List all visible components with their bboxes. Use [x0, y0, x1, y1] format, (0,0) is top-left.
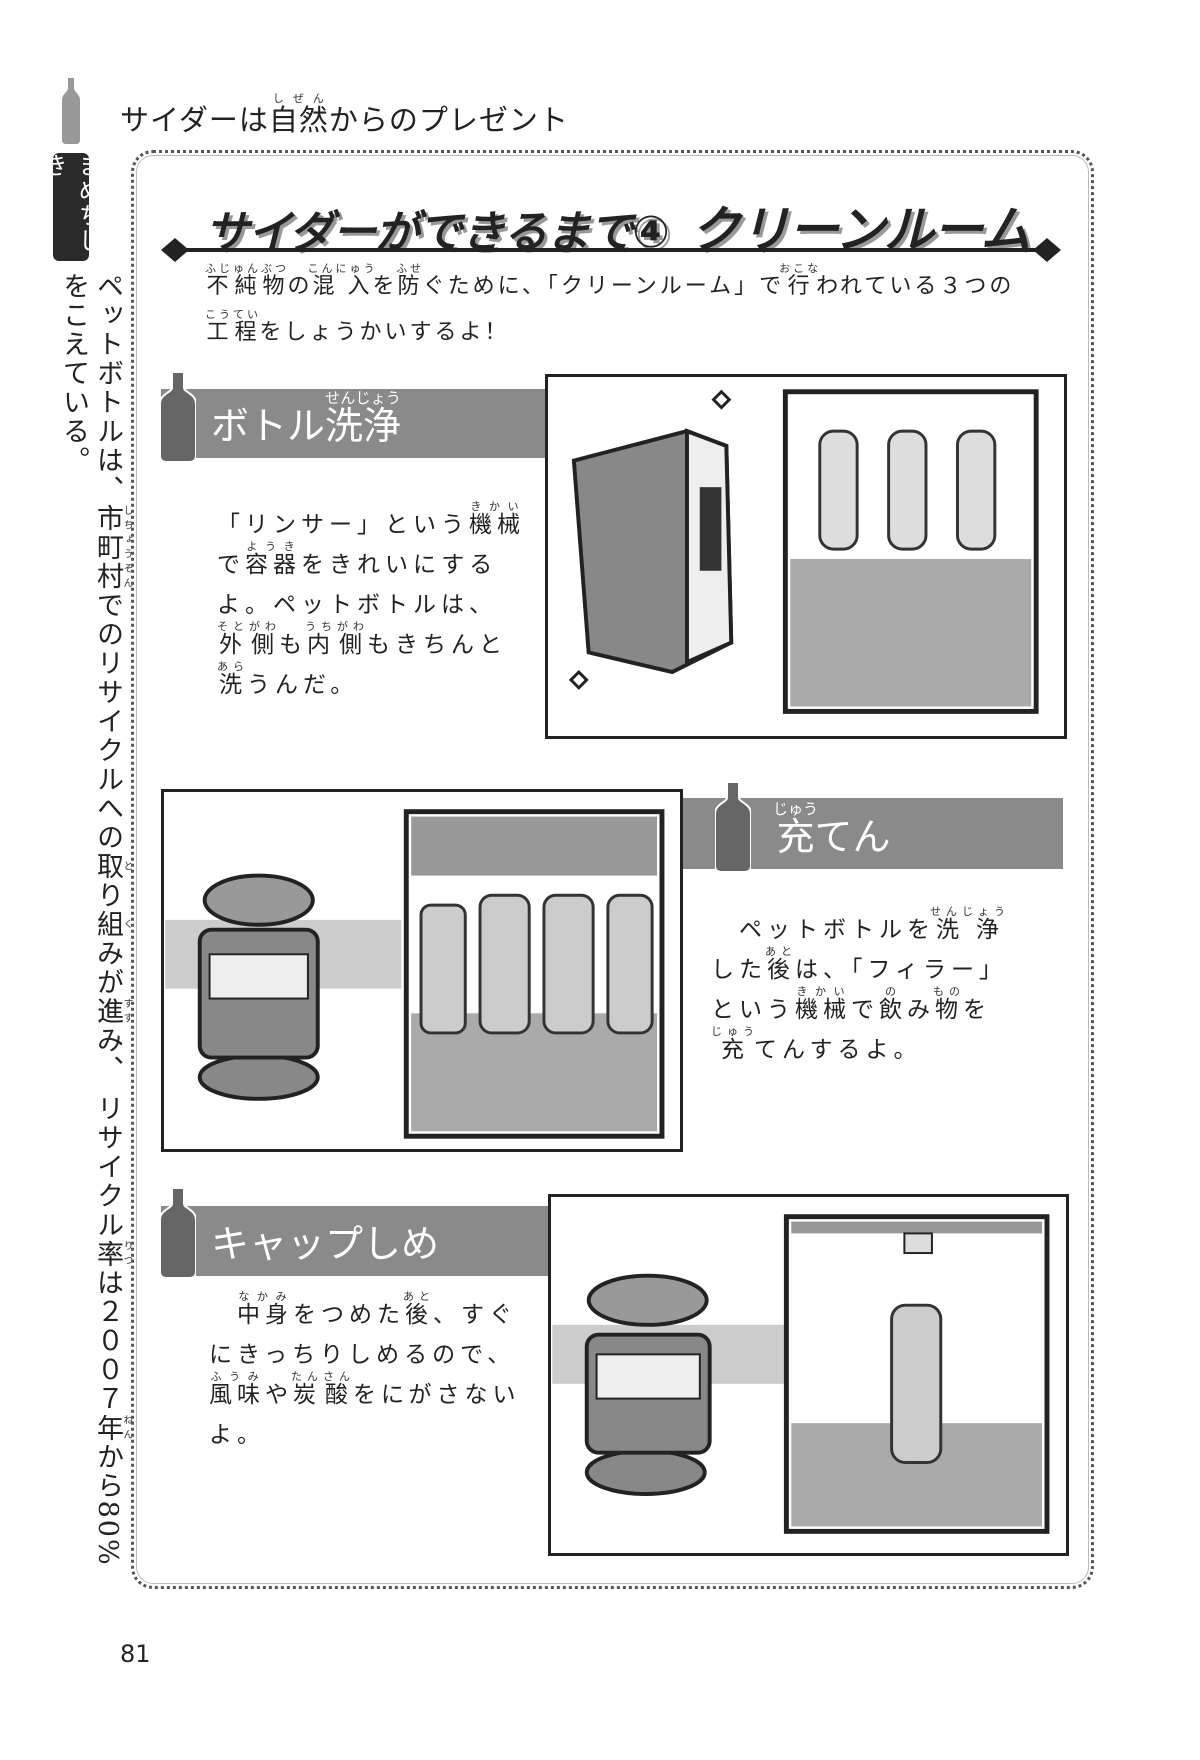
bottle-icon [715, 782, 751, 872]
washing-description: 「リンサー」という機械きかいで容器ようきをきれいにするよ。ペットボトルは、外側そ… [217, 500, 527, 705]
ruby-word: 内側うちがわ [305, 620, 369, 658]
text-run: り [92, 881, 123, 910]
ruby-word: 中身なかみ [237, 1290, 293, 1328]
text-run: をつめた [293, 1302, 405, 1328]
ruby-word: 充じゅう [711, 1025, 759, 1063]
text-run: で [851, 997, 879, 1023]
text-run: てん [814, 815, 891, 859]
text-run: ぐために、「クリーンルーム」で [422, 274, 785, 299]
text-run: をしょうかいするよ！ [259, 320, 510, 345]
page-number: 81 [120, 1640, 151, 1668]
ruby-word: 後あと [403, 1290, 435, 1328]
ruby-word: 外側そとがわ [217, 620, 281, 658]
text-run: ボトル [211, 404, 326, 448]
ruby-word: 後あと [765, 945, 797, 983]
text-run: を [963, 997, 991, 1023]
text-run: み、 リサイクル [92, 1026, 123, 1240]
text-run: うんだ。 [247, 672, 359, 698]
text-run [209, 1302, 237, 1328]
ruby-text: キャップしめ [211, 1213, 439, 1268]
content-frame [131, 150, 1094, 1589]
text-run: をにがさないよ。 [209, 1382, 521, 1448]
text-run: てんするよ。 [754, 1037, 922, 1063]
ruby-word: 機械きかい [469, 500, 525, 538]
bottle-icon [160, 372, 196, 462]
text-run: われている３つの [816, 274, 1015, 299]
text-run: で [217, 552, 245, 578]
intro-text: 不純物ふじゅんぶつの混入こんにゅうを防ふせぐために、「クリーンルーム」で行おこな… [205, 262, 1025, 356]
ruby-word: 不純物ふじゅんぶつ [205, 262, 289, 299]
ruby-word: 風味ふうみ [209, 1370, 265, 1408]
text-run: 「リンサー」という [217, 512, 469, 538]
ruby-word: 年ねん [92, 1413, 132, 1443]
ruby-word: 充じゅう [773, 800, 819, 859]
ruby-word: 行おこな [779, 262, 822, 299]
ruby-word: 進すす [92, 997, 132, 1026]
ruby-text: 充じゅうてん [773, 800, 891, 861]
ruby-text: 「リンサー」という機械きかいで容器ようきをきれいにするよ。ペットボトルは、外側そ… [217, 500, 525, 698]
ruby-word: 混入こんにゅう [307, 262, 378, 299]
ruby-word: 炭酸たんさん [291, 1370, 355, 1408]
text-run: 、すぐにきっちりしめるので、 [209, 1302, 517, 1368]
ruby-word: 機械きかい [795, 985, 851, 1023]
text-run: は２００７ [92, 1268, 123, 1414]
filler-illustration [161, 789, 683, 1152]
text-run: みが [92, 939, 123, 997]
banner-capping: キャップしめ [161, 1206, 548, 1276]
ruby-word: 取と [92, 852, 132, 881]
text-run: から80%をこえている。 [58, 272, 123, 1567]
heading-divider [161, 238, 1061, 262]
text-run: した [711, 957, 767, 983]
text-run: の [287, 274, 313, 299]
ruby-word: 洗浄せんじょう [930, 905, 1010, 943]
ruby-word: 物もの [933, 985, 965, 1023]
filling-description: ペットボトルを洗浄せんじょうした後あとは、「フィラー」という機械きかいで飲のみ物… [711, 905, 1021, 1070]
ruby-text: ペットボトルを洗浄せんじょうした後あとは、「フィラー」という機械きかいで飲のみ物… [711, 905, 1010, 1063]
bottle-icon [62, 78, 80, 144]
ruby-word: 洗あら [217, 660, 249, 698]
text-run: をきれいにするよ。ペットボトルは、 [217, 552, 498, 618]
ruby-word: 防ふせ [396, 262, 425, 299]
bottle-icon [160, 1188, 196, 1278]
ruby-text: 中身なかみをつめた後あと、すぐにきっちりしめるので、風味ふうみや炭酸たんさんをに… [209, 1290, 521, 1448]
banner-bottle-washing: ボトル洗浄せんじょう [161, 389, 545, 458]
text-run: や [265, 1382, 293, 1408]
text-run: も [279, 632, 307, 658]
ruby-word: 容器ようき [245, 540, 301, 578]
text-run: ペットボトルは、 [92, 272, 123, 504]
page-title: サイダーは自然しぜんからのプレゼント [120, 92, 569, 137]
ruby-word: 飲の [879, 985, 907, 1023]
ruby-word: 洗浄せんじょう [325, 389, 402, 448]
ruby-text: ペットボトルは、市町村しちょうそんでのリサイクルへの取とり組くみが進すすみ、 リ… [58, 272, 132, 1567]
side-label: まめちしき [39, 153, 102, 261]
ruby-text: 不純物ふじゅんぶつの混入こんにゅうを防ふせぐために、「クリーンルーム」で行おこな… [205, 262, 1015, 345]
ruby-word: 工程こうてい [205, 308, 261, 345]
capping-description: 中身なかみをつめた後あと、すぐにきっちりしめるので、風味ふうみや炭酸たんさんをに… [209, 1290, 534, 1455]
ruby-word: 率りつ [92, 1239, 132, 1269]
text-run: み [907, 997, 935, 1023]
text-run: を [372, 274, 398, 299]
text-run: キャップしめ [211, 1222, 440, 1266]
text-run: もきちんと [367, 632, 507, 658]
text-run: ペットボトルを [711, 917, 935, 943]
rinser-illustration [545, 374, 1067, 739]
text-run: でのリサイクルへの [92, 591, 123, 852]
ruby-text: ボトル洗浄せんじょう [211, 389, 401, 450]
ruby-word: 市町村しちょうそん [92, 504, 132, 591]
capper-illustration [548, 1194, 1069, 1556]
text-run: は、「フィラー」という [711, 957, 1008, 1023]
side-column-text: ペットボトルは、市町村しちょうそんでのリサイクルへの取とり組くみが進すすみ、 リ… [56, 272, 132, 1572]
ruby-word: 組く [92, 910, 132, 939]
